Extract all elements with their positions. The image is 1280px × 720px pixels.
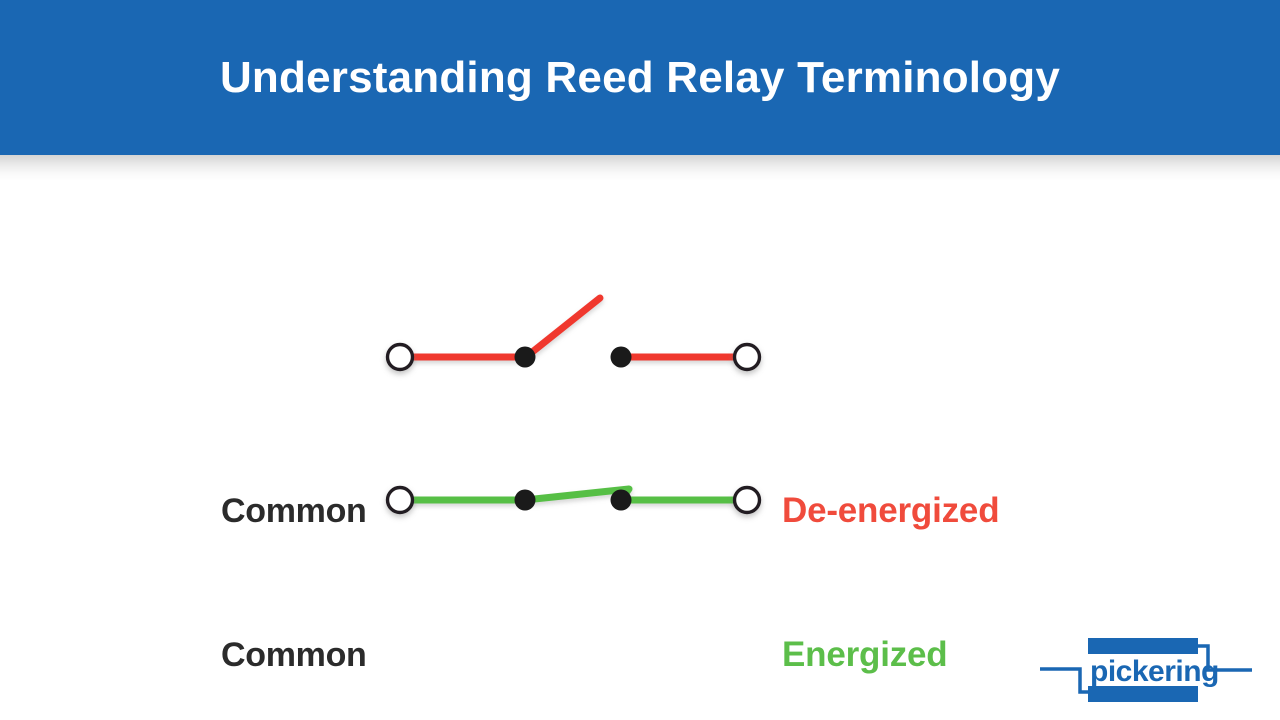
terminal-open-circle-common-energized — [385, 485, 415, 515]
relay-row-de-energized — [385, 294, 762, 372]
terminal-dot-pivot-de-energized — [514, 346, 536, 368]
label-common-de-energized: Common — [221, 492, 367, 530]
logo-bar-top — [1088, 638, 1198, 654]
relay-state-diagram: Common De-energized Common Energized — [0, 155, 1280, 720]
logo-bar-bottom — [1088, 686, 1198, 702]
logo-pin-right — [1196, 644, 1252, 672]
label-common-energized: Common — [221, 636, 367, 674]
terminal-dot-contact-de-energized — [610, 346, 632, 368]
terminal-open-circle-common-de-energized — [385, 342, 415, 372]
terminal-dot-pivot-energized — [514, 489, 536, 511]
terminal-dot-contact-energized — [610, 489, 632, 511]
label-state-de-energized: De-energized — [782, 491, 1000, 530]
relay-row-energized — [385, 485, 762, 515]
page-title: Understanding Reed Relay Terminology — [219, 52, 1061, 102]
pickering-logo: pickering — [1040, 634, 1264, 706]
header-band: Understanding Reed Relay Terminology — [0, 0, 1280, 155]
terminal-open-circle-out-de-energized — [732, 342, 762, 372]
switch-arm-de-energized — [522, 294, 604, 361]
terminal-open-circle-out-energized — [732, 485, 762, 515]
logo-pin-left — [1040, 667, 1090, 694]
label-state-energized: Energized — [782, 635, 948, 674]
logo-wordmark: pickering — [1090, 655, 1219, 688]
